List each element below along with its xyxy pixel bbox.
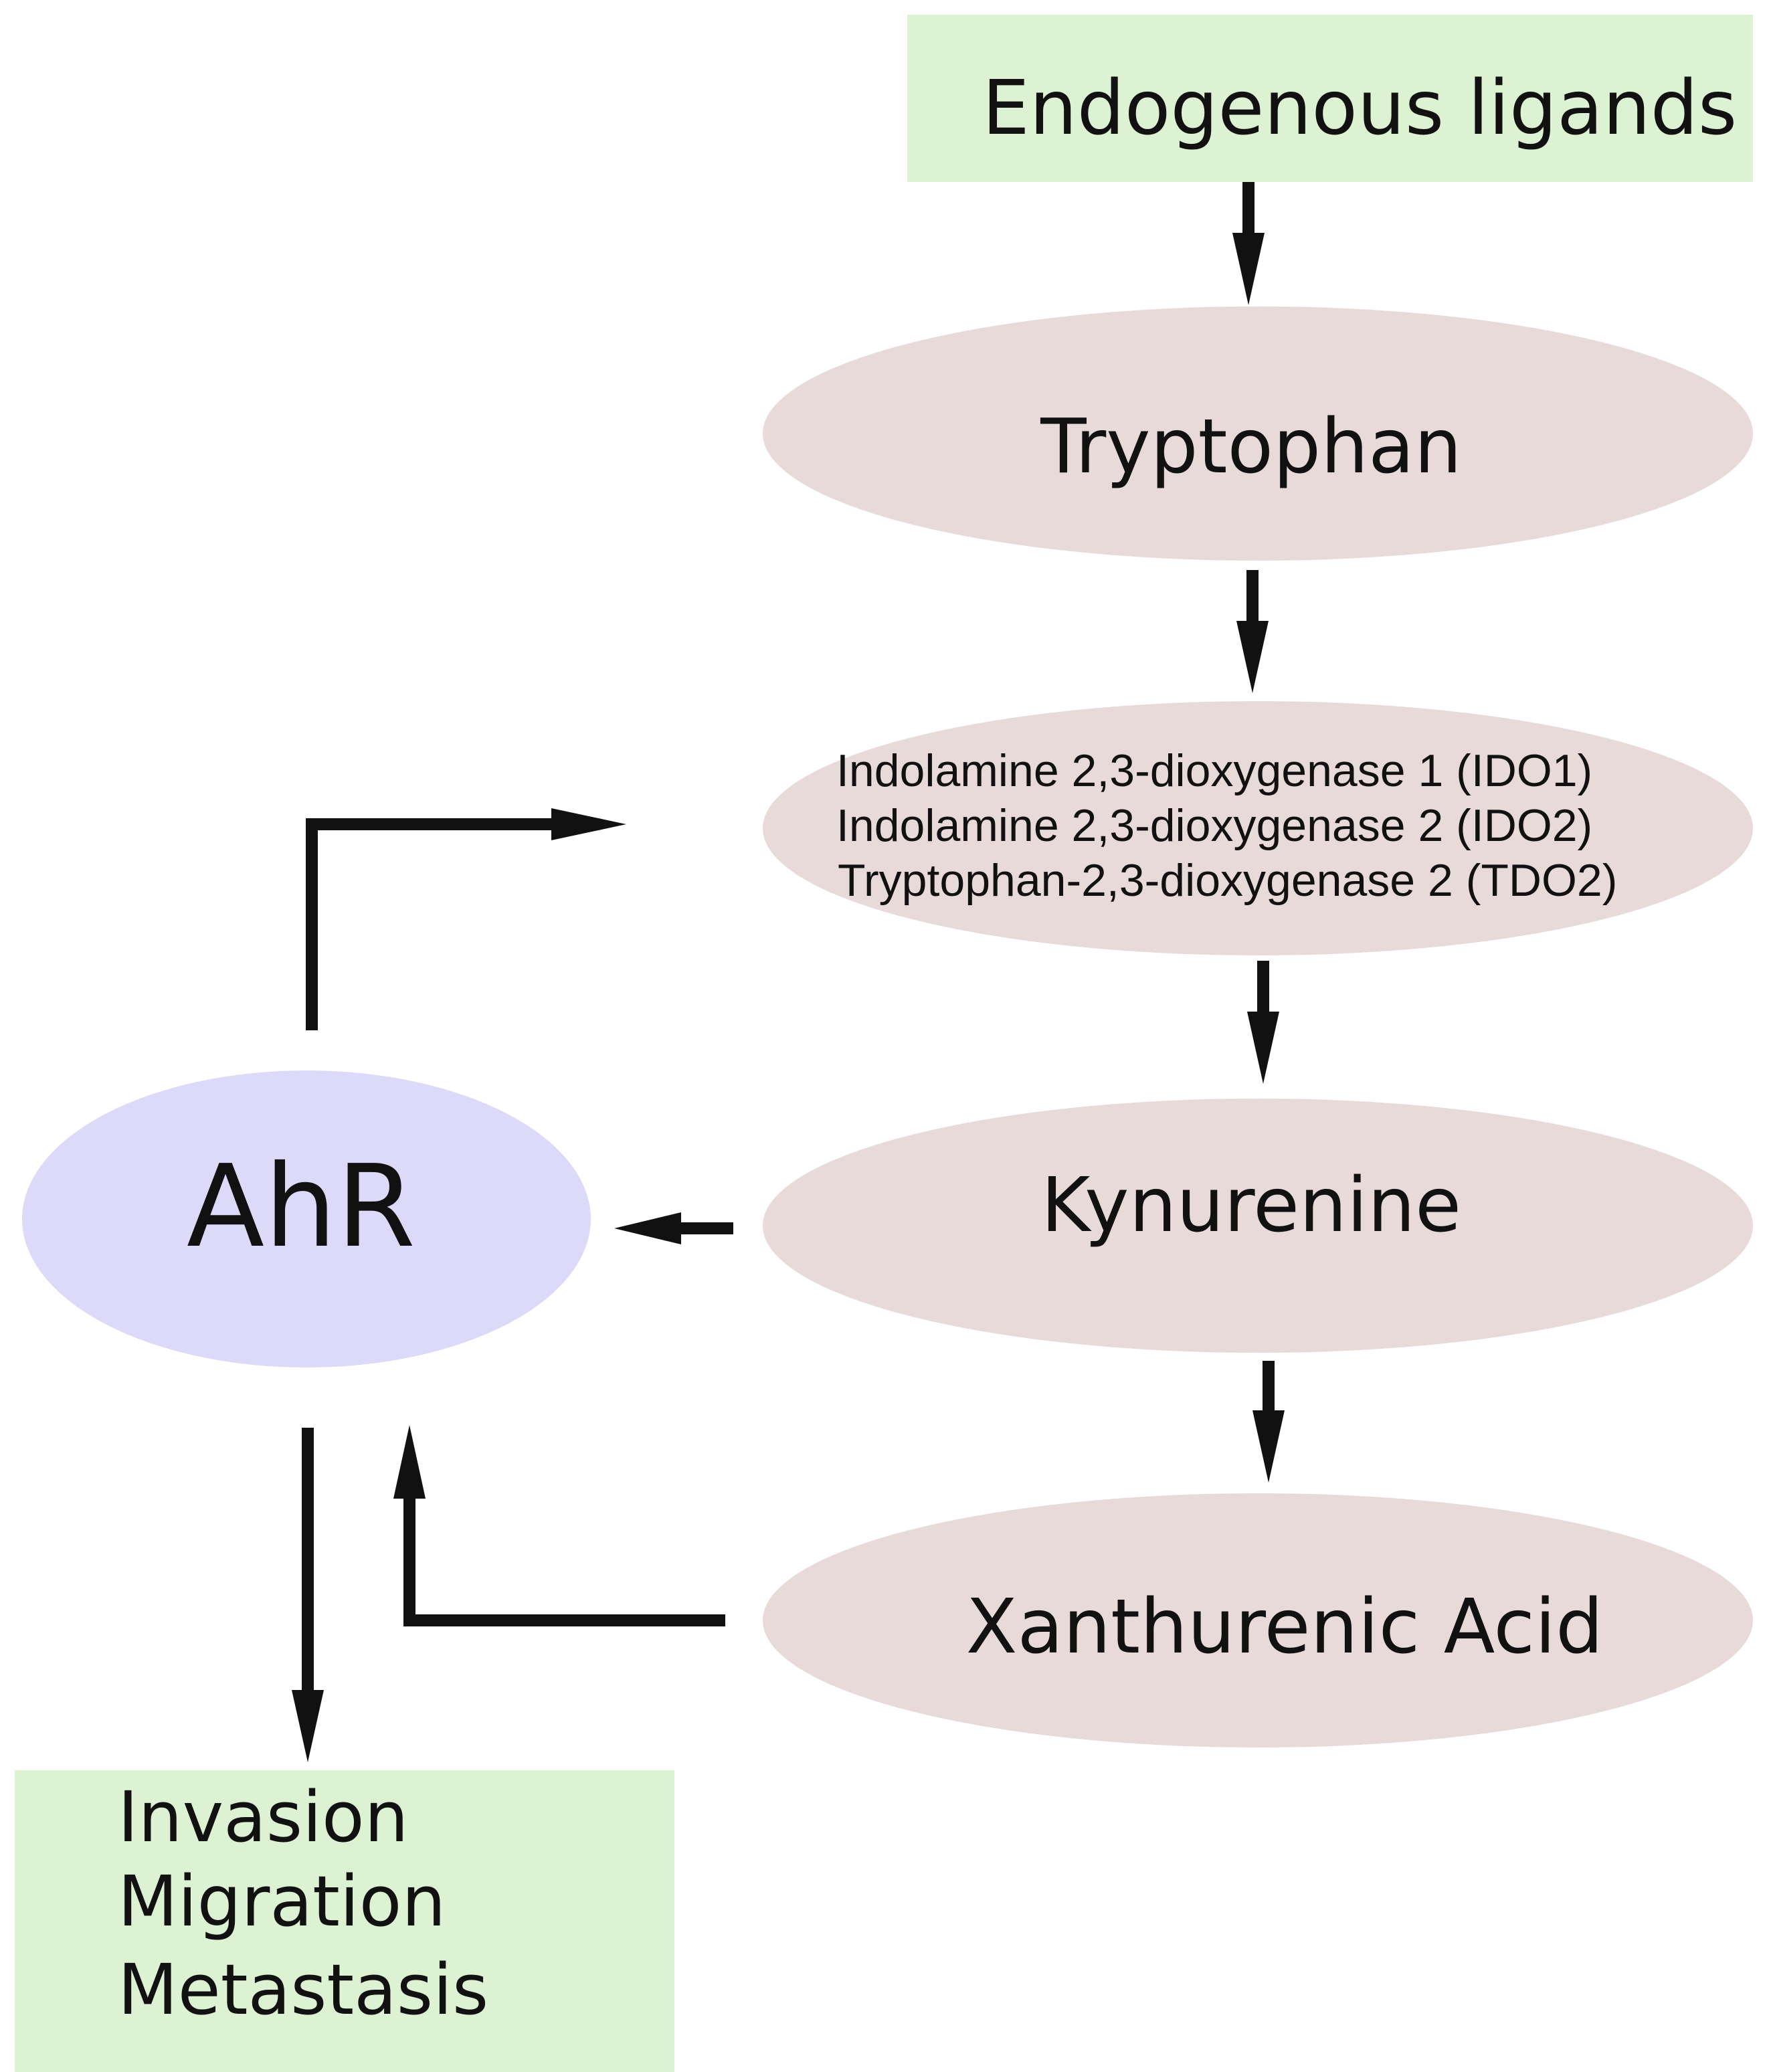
arrow-ahr-to-outcomes [292, 1428, 324, 1762]
tryptophan-label: Tryptophan [1040, 403, 1462, 490]
kynurenine-label: Kynurenine [1041, 1162, 1461, 1249]
arrow-ligands-to-tryptophan [1232, 182, 1265, 305]
enzymes-node: Indolamine 2,3-dioxygenase 1 (IDO1) Indo… [763, 701, 1753, 955]
ahr-ellipse [22, 1070, 591, 1368]
kynurenine-ellipse [763, 1099, 1753, 1353]
arrow-ahr-to-enzymes [306, 808, 626, 1030]
arrow-kynurenine-to-xanthurenic [1252, 1361, 1285, 1483]
outcome-metastasis-label: Metastasis [118, 1949, 488, 2031]
tryptophan-node: Tryptophan [763, 306, 1753, 561]
enzyme-ido1-label: Indolamine 2,3-dioxygenase 1 (IDO1) [836, 745, 1592, 796]
enzyme-ido2-label: Indolamine 2,3-dioxygenase 2 (IDO2) [836, 800, 1592, 851]
arrows [292, 182, 1285, 1762]
arrow-kynurenine-to-ahr [614, 1212, 733, 1244]
arrow-tryptophan-to-enzymes [1236, 570, 1269, 693]
kynurenine-node: Kynurenine [763, 1099, 1753, 1353]
enzymes-ellipse [763, 701, 1753, 955]
xanthurenic-acid-label: Xanthurenic Acid [966, 1584, 1603, 1671]
arrow-enzymes-to-kynurenine [1247, 961, 1279, 1084]
ahr-label: AhR [187, 1141, 415, 1273]
outcomes-box [15, 1770, 674, 2072]
xanthurenic-acid-node: Xanthurenic Acid [763, 1493, 1753, 1748]
outcome-invasion-label: Invasion [118, 1776, 408, 1858]
endogenous-ligands-label: Endogenous ligands [982, 65, 1737, 152]
outcome-migration-label: Migration [118, 1861, 446, 1942]
outcomes-node: Invasion Migration Metastasis [15, 1770, 674, 2072]
endogenous-ligands-node: Endogenous ligands [907, 15, 1753, 182]
xanthurenic-acid-ellipse [763, 1493, 1753, 1748]
enzyme-tdo2-label: Tryptophan-2,3-dioxygenase 2 (TDO2) [838, 855, 1617, 906]
arrow-xanthurenic-to-ahr [393, 1425, 725, 1626]
endogenous-ligands-box [907, 15, 1753, 182]
ahr-node: AhR [22, 1070, 591, 1368]
tryptophan-ellipse [763, 306, 1753, 561]
